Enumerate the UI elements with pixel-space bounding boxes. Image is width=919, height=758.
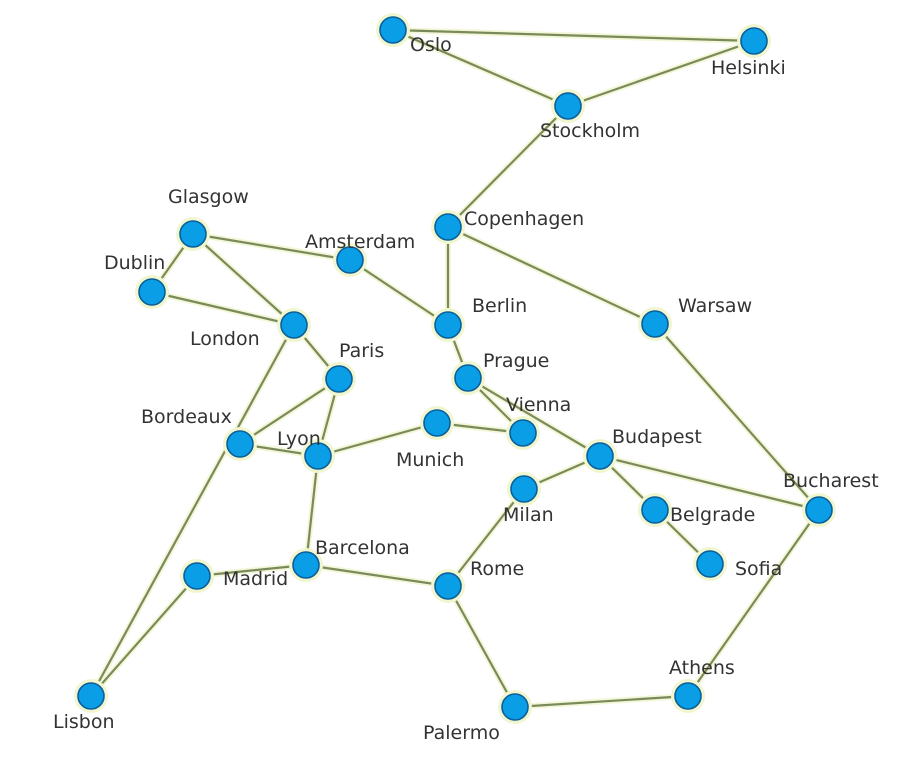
node-label-belgrade: Belgrade — [670, 504, 755, 526]
edge-london-lisbon — [90, 324, 295, 697]
node-stockholm — [554, 92, 582, 120]
edge-prague-budapest — [467, 377, 601, 457]
node-madrid — [183, 562, 211, 590]
edge-glasgow-london — [192, 233, 295, 326]
edge-dublin-london — [151, 290, 295, 327]
edge-glasgow-amsterdam — [192, 232, 351, 262]
node-athens — [674, 682, 702, 710]
node-label-bordeaux: Bordeaux — [141, 406, 232, 428]
edge-lyon-munich — [317, 421, 438, 458]
node-label-paris: Paris — [339, 340, 384, 362]
node-label-rome: Rome — [470, 558, 524, 580]
node-glasgow — [179, 220, 207, 248]
node-munich — [423, 409, 451, 437]
node-barcelona — [292, 551, 320, 579]
node-milan — [510, 475, 538, 503]
edge-amsterdam-berlin — [349, 259, 449, 326]
edge-copenhagen-warsaw — [447, 226, 656, 325]
node-vienna — [509, 419, 537, 447]
edge-bucharest-athens — [687, 509, 820, 697]
node-label-madrid: Madrid — [223, 568, 288, 590]
node-warsaw — [641, 310, 669, 338]
node-rome — [434, 572, 462, 600]
node-label-budapest: Budapest — [612, 426, 702, 448]
node-belgrade — [641, 496, 669, 524]
node-london — [280, 311, 308, 339]
edge-milan-rome — [447, 488, 525, 587]
node-berlin — [434, 311, 462, 339]
node-label-warsaw: Warsaw — [678, 295, 752, 317]
node-label-lyon: Lyon — [277, 428, 321, 450]
node-palermo — [501, 693, 529, 721]
node-label-amsterdam: Amsterdam — [305, 231, 415, 253]
edge-paris-bordeaux — [239, 378, 340, 445]
node-copenhagen — [434, 213, 462, 241]
edge-warsaw-bucharest — [654, 323, 820, 511]
node-label-athens: Athens — [669, 657, 735, 679]
node-label-berlin: Berlin — [472, 295, 527, 317]
node-label-helsinki: Helsinki — [711, 57, 786, 79]
edge-lyon-barcelona — [304, 455, 320, 566]
node-label-stockholm: Stockholm — [540, 120, 640, 142]
node-budapest — [586, 442, 614, 470]
node-label-barcelona: Barcelona — [315, 537, 410, 559]
node-layer — [74, 13, 836, 724]
node-label-dublin: Dublin — [104, 252, 165, 274]
node-prague — [454, 364, 482, 392]
edge-palermo-athens — [514, 694, 689, 709]
node-label-sofia: Sofia — [735, 558, 782, 580]
node-label-london: London — [190, 328, 260, 350]
node-lyon — [304, 442, 332, 470]
node-label-prague: Prague — [483, 350, 549, 372]
node-dublin — [138, 278, 166, 306]
edge-oslo-helsinki — [392, 28, 755, 43]
node-bordeaux — [226, 430, 254, 458]
edge-helsinki-stockholm — [567, 39, 755, 108]
node-label-vienna: Vienna — [506, 394, 571, 416]
node-amsterdam — [336, 246, 364, 274]
edge-barcelona-rome — [305, 563, 449, 588]
node-sofia — [696, 550, 724, 578]
edge-madrid-lisbon — [90, 575, 198, 697]
node-oslo — [379, 16, 407, 44]
node-label-bucharest: Bucharest — [783, 470, 879, 492]
node-bucharest — [805, 496, 833, 524]
node-label-copenhagen: Copenhagen — [464, 208, 584, 230]
edge-budapest-bucharest — [599, 454, 820, 512]
edge-rome-palermo — [447, 585, 516, 708]
node-label-lisbon: Lisbon — [53, 711, 115, 733]
node-label-munich: Munich — [396, 449, 464, 471]
node-label-oslo: Oslo — [410, 34, 452, 56]
node-label-milan: Milan — [503, 504, 554, 526]
node-label-glasgow: Glasgow — [168, 186, 249, 208]
node-helsinki — [740, 27, 768, 55]
node-label-palermo: Palermo — [423, 722, 500, 744]
edge-oslo-stockholm — [392, 28, 569, 108]
node-lisbon — [77, 682, 105, 710]
edge-stockholm-copenhagen — [447, 105, 569, 228]
node-paris — [325, 365, 353, 393]
edge-barcelona-madrid — [196, 563, 307, 578]
